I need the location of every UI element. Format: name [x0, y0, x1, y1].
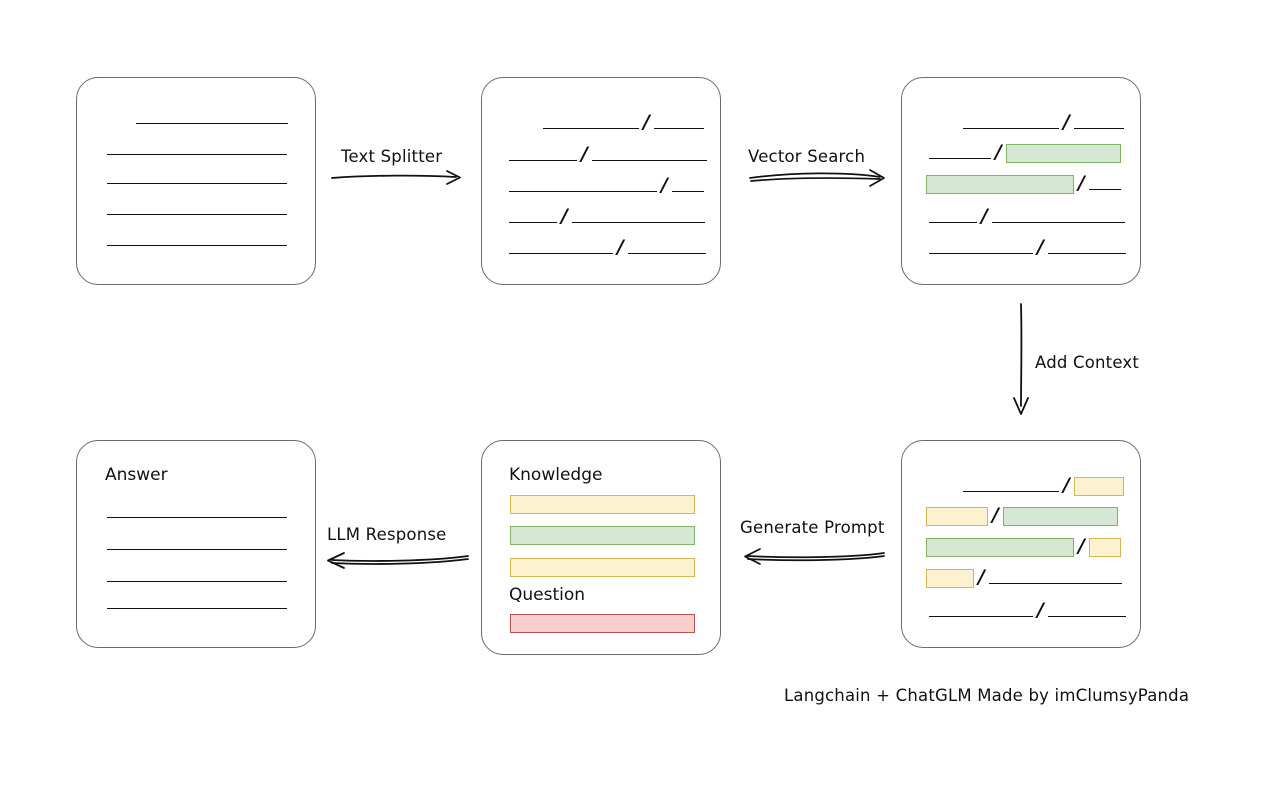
answer-line [107, 517, 287, 518]
box-vector-matches[interactable]: / / / / / [901, 77, 1141, 285]
text-segment [653, 118, 704, 129]
text-segment [1088, 179, 1121, 190]
matched-segment-green [1002, 506, 1118, 526]
split-slash: / [992, 503, 999, 526]
arrow-label-generate-prompt: Generate Prompt [740, 518, 885, 537]
text-segment [991, 212, 1125, 223]
text-segment [509, 181, 657, 192]
matched-segment-green [926, 537, 1074, 557]
split-slash: / [561, 204, 568, 227]
chunk-row: / [926, 534, 1121, 557]
split-slash: / [995, 140, 1002, 163]
split-slash: / [1078, 171, 1085, 194]
chunk-row: / [929, 140, 1121, 163]
knowledge-bar [510, 526, 695, 545]
context-segment-yellow [1088, 537, 1121, 557]
text-segment [1047, 606, 1126, 617]
text-segment [1073, 118, 1124, 129]
arrow-label-llm-response: LLM Response [327, 525, 447, 544]
split-slash: / [661, 173, 668, 196]
chunk-row: / [929, 235, 1126, 258]
split-slash: / [617, 235, 624, 258]
box-prompt[interactable]: Knowledge Question [481, 440, 721, 655]
arrow-llm-response [327, 552, 469, 569]
knowledge-bar [510, 558, 695, 577]
question-bar [510, 614, 695, 633]
chunk-row: / [926, 171, 1121, 194]
doc-line [107, 245, 287, 246]
credit-text: Langchain + ChatGLM Made by imClumsyPand… [784, 686, 1190, 705]
text-segment [1047, 243, 1126, 254]
arrow-vector-search [749, 169, 885, 187]
split-slash: / [1078, 534, 1085, 557]
doc-line [107, 214, 287, 215]
split-slash: / [1063, 473, 1070, 496]
chunk-row: / [929, 204, 1125, 227]
text-segment [627, 243, 706, 254]
text-segment [963, 481, 1059, 492]
text-segment [671, 181, 704, 192]
chunk-row: / [543, 110, 704, 133]
chunk-row: / [963, 110, 1124, 133]
chunk-row: / [509, 173, 704, 196]
split-slash: / [1063, 110, 1070, 133]
context-segment-yellow [1073, 476, 1124, 496]
text-segment [509, 150, 577, 161]
context-segment-yellow [926, 568, 974, 588]
box-source-document[interactable] [76, 77, 316, 285]
box-split-chunks[interactable]: / / / / / [481, 77, 721, 285]
arrow-add-context [1013, 303, 1029, 415]
box-context-chunks[interactable]: / / / / / [901, 440, 1141, 648]
doc-line [107, 154, 287, 155]
text-segment [509, 243, 613, 254]
text-segment [963, 118, 1059, 129]
chunk-row: / [929, 598, 1126, 621]
split-slash: / [643, 110, 650, 133]
matched-segment-green [1005, 143, 1121, 163]
split-slash: / [981, 204, 988, 227]
doc-line [136, 123, 288, 124]
split-slash: / [1037, 235, 1044, 258]
doc-line [107, 183, 287, 184]
arrow-label-vector-search: Vector Search [748, 147, 866, 166]
knowledge-bar [510, 495, 695, 514]
text-segment [571, 212, 705, 223]
chunk-row: / [509, 235, 706, 258]
context-segment-yellow [926, 506, 988, 526]
arrow-text-splitter [331, 170, 461, 185]
chunk-row: / [509, 204, 705, 227]
text-segment [929, 606, 1033, 617]
arrow-label-text-splitter: Text Splitter [341, 147, 443, 166]
text-segment [543, 118, 639, 129]
arrow-generate-prompt [744, 548, 885, 565]
split-slash: / [581, 142, 588, 165]
answer-line [107, 581, 287, 582]
split-slash: / [1037, 598, 1044, 621]
arrow-label-add-context: Add Context [1035, 353, 1140, 372]
chunk-row: / [926, 565, 1122, 588]
text-segment [509, 212, 557, 223]
answer-line [107, 608, 287, 609]
chunk-row: / [509, 142, 707, 165]
text-segment [929, 243, 1033, 254]
question-label: Question [509, 585, 586, 605]
answer-label: Answer [105, 465, 168, 485]
box-answer[interactable]: Answer [76, 440, 316, 648]
chunk-row: / [963, 473, 1124, 496]
text-segment [988, 573, 1122, 584]
chunk-row: / [926, 503, 1118, 526]
text-segment [929, 148, 991, 159]
knowledge-label: Knowledge [509, 465, 603, 485]
split-slash: / [978, 565, 985, 588]
text-segment [929, 212, 977, 223]
text-segment [591, 150, 707, 161]
matched-segment-green [926, 174, 1074, 194]
answer-line [107, 549, 287, 550]
